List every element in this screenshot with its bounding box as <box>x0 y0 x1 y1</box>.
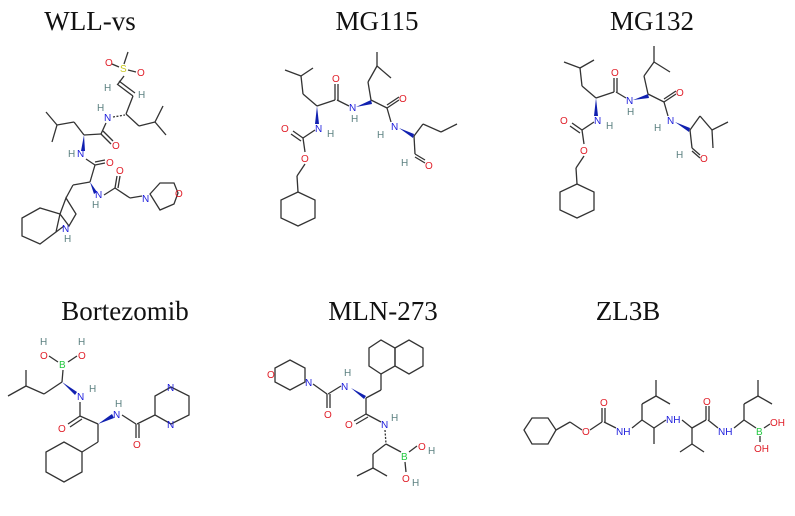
svg-text:O: O <box>106 158 114 169</box>
compound-title: MG115 <box>335 6 419 36</box>
svg-text:H: H <box>377 130 384 141</box>
svg-text:H: H <box>78 337 85 348</box>
svg-text:O: O <box>267 370 275 381</box>
svg-text:O: O <box>175 189 183 200</box>
svg-text:O: O <box>301 154 309 165</box>
svg-text:N: N <box>113 410 120 421</box>
svg-text:H: H <box>104 83 111 94</box>
svg-text:H: H <box>428 446 435 457</box>
svg-text:N: N <box>104 113 111 124</box>
svg-text:OH: OH <box>770 418 785 429</box>
svg-text:B: B <box>401 452 408 463</box>
svg-text:O: O <box>703 397 711 408</box>
boron-atom: B <box>59 360 66 371</box>
svg-text:B: B <box>756 427 763 438</box>
svg-text:O: O <box>700 154 708 165</box>
svg-text:N: N <box>349 103 356 114</box>
svg-text:H: H <box>89 384 96 395</box>
svg-text:O: O <box>112 141 120 152</box>
svg-text:O: O <box>611 68 619 79</box>
svg-text:NH: NH <box>666 415 680 426</box>
svg-text:H: H <box>68 149 75 160</box>
svg-text:O: O <box>582 427 590 438</box>
svg-text:H: H <box>606 121 613 132</box>
svg-text:N: N <box>142 194 149 205</box>
svg-text:N: N <box>167 383 174 394</box>
svg-text:H: H <box>627 107 634 118</box>
svg-text:N: N <box>77 392 84 403</box>
svg-text:O: O <box>402 474 410 485</box>
svg-text:O: O <box>137 68 145 79</box>
svg-text:H: H <box>401 158 408 169</box>
svg-text:O: O <box>133 440 141 451</box>
svg-text:N: N <box>391 122 398 133</box>
svg-text:O: O <box>324 410 332 421</box>
svg-text:NH: NH <box>718 427 732 438</box>
compound-title: MLN-273 <box>328 296 438 326</box>
svg-text:H: H <box>115 399 122 410</box>
svg-text:O: O <box>58 424 66 435</box>
svg-text:H: H <box>412 478 419 489</box>
svg-text:H: H <box>654 123 661 134</box>
svg-text:H: H <box>97 103 104 114</box>
svg-text:N: N <box>62 224 69 235</box>
svg-text:N: N <box>341 382 348 393</box>
svg-text:O: O <box>332 74 340 85</box>
svg-text:O: O <box>78 351 86 362</box>
svg-text:H: H <box>92 200 99 211</box>
svg-text:O: O <box>399 94 407 105</box>
compound-zl3b: ZL3B O O NH NH O NH B OH OH <box>523 258 795 516</box>
svg-text:NH: NH <box>616 427 630 438</box>
compound-title: Bortezomib <box>61 296 189 326</box>
svg-text:H: H <box>64 234 71 245</box>
svg-text:O: O <box>676 88 684 99</box>
svg-text:H: H <box>391 413 398 424</box>
compound-title: WLL-vs <box>44 6 136 36</box>
svg-text:N: N <box>167 420 174 431</box>
svg-text:N: N <box>305 378 312 389</box>
svg-text:O: O <box>116 166 124 177</box>
svg-text:O: O <box>281 124 289 135</box>
svg-text:O: O <box>600 398 608 409</box>
svg-text:N: N <box>594 116 601 127</box>
svg-text:N: N <box>315 124 322 135</box>
svg-text:N: N <box>667 116 674 127</box>
svg-text:N: N <box>77 149 84 160</box>
svg-text:O: O <box>345 420 353 431</box>
svg-text:N: N <box>95 190 102 201</box>
svg-text:H: H <box>676 150 683 161</box>
svg-text:H: H <box>40 337 47 348</box>
svg-text:O: O <box>105 58 113 69</box>
compound-title: MG132 <box>609 6 695 36</box>
svg-text:H: H <box>327 129 334 140</box>
svg-text:O: O <box>425 161 433 172</box>
compound-title: ZL3B <box>595 296 661 326</box>
svg-text:O: O <box>560 116 568 127</box>
svg-text:O: O <box>418 442 426 453</box>
svg-text:O: O <box>580 146 588 157</box>
svg-text:N: N <box>381 420 388 431</box>
sulfur-atom: S <box>120 64 127 75</box>
structure-zl3b: O O NH NH O NH B OH OH <box>523 380 785 455</box>
svg-text:OH: OH <box>754 444 769 455</box>
svg-text:H: H <box>344 368 351 379</box>
svg-text:H: H <box>138 90 145 101</box>
svg-text:H: H <box>351 114 358 125</box>
svg-text:O: O <box>40 351 48 362</box>
svg-text:N: N <box>626 96 633 107</box>
